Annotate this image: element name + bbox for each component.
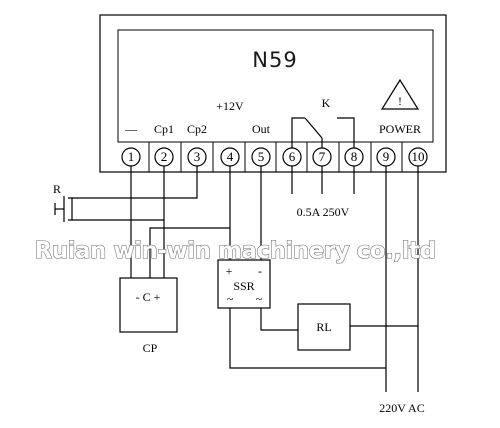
ssr-ac-right-mark: ~ bbox=[256, 292, 263, 306]
terminal-label-out: Out bbox=[252, 122, 271, 136]
cp-label: CP bbox=[143, 341, 158, 355]
terminal-1: 1 bbox=[121, 147, 141, 167]
ssr-component-box bbox=[217, 259, 271, 309]
svg-text:8: 8 bbox=[351, 149, 358, 164]
ssr-plus-mark: + bbox=[226, 264, 233, 278]
relay-label: K bbox=[322, 96, 331, 110]
terminal-label-minus: — bbox=[124, 122, 138, 136]
relay-rating-label: 0.5A 250V bbox=[297, 205, 350, 219]
device-title: N59 bbox=[252, 48, 297, 72]
svg-text:10: 10 bbox=[412, 149, 425, 164]
rl-load-box bbox=[297, 303, 351, 351]
svg-text:3: 3 bbox=[194, 149, 201, 164]
svg-text:1: 1 bbox=[128, 149, 135, 164]
ssr-label: SSR bbox=[233, 279, 254, 293]
warning-triangle-icon bbox=[380, 78, 420, 110]
terminal-4: 4 bbox=[220, 147, 240, 167]
terminal-label-cp1: Cp1 bbox=[154, 122, 174, 136]
ssr-ac-left-mark: ~ bbox=[227, 292, 234, 306]
cp-component-box bbox=[119, 277, 178, 333]
terminal-5: 5 bbox=[251, 147, 271, 167]
terminal-label-12v: +12V bbox=[216, 99, 244, 113]
supply-label: 220V AC bbox=[379, 401, 424, 415]
relay-contact-symbol bbox=[291, 117, 355, 150]
terminal-10: 10 bbox=[408, 147, 428, 167]
terminal-label-cp2: Cp2 bbox=[187, 122, 207, 136]
svg-text:4: 4 bbox=[227, 149, 234, 164]
svg-text:6: 6 bbox=[289, 149, 296, 164]
watermark-text: Ruian win-win machinery co.,ltd bbox=[35, 238, 436, 264]
rl-label: RL bbox=[316, 320, 331, 334]
svg-text:2: 2 bbox=[161, 149, 168, 164]
relay-contact-leads bbox=[291, 166, 355, 194]
controller-outer-frame bbox=[99, 14, 447, 173]
svg-text:5: 5 bbox=[258, 149, 265, 164]
power-label: POWER bbox=[379, 122, 421, 136]
switch-label: R bbox=[53, 182, 61, 196]
terminal-2: 2 bbox=[154, 147, 174, 167]
terminal-3: 3 bbox=[187, 147, 207, 167]
terminal-8: 8 bbox=[344, 147, 364, 167]
svg-text:9: 9 bbox=[383, 149, 390, 164]
pushbutton-switch-icon bbox=[54, 196, 73, 222]
cp-terminal-markings: - C + bbox=[136, 290, 161, 304]
ssr-minus-mark: - bbox=[258, 264, 262, 278]
terminal-6: 6 bbox=[282, 147, 302, 167]
terminal-dividers bbox=[148, 142, 403, 172]
terminal-7: 7 bbox=[312, 147, 332, 167]
wiring-lines bbox=[72, 166, 419, 392]
warning-exclamation: ! bbox=[398, 94, 402, 108]
terminal-9: 9 bbox=[376, 147, 396, 167]
svg-text:7: 7 bbox=[319, 149, 326, 164]
